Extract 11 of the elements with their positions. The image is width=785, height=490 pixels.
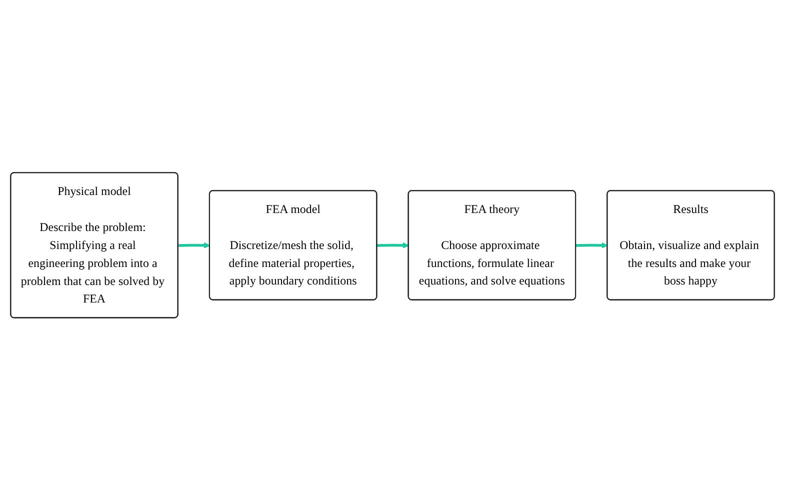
box-text: FEA theory Choose approximate functions, formulate linear equations, and solve equations [418,201,566,290]
box-text: FEA model Discretize/mesh the solid, define material properties, apply boundary conditions [228,201,358,290]
box-text: Results Obtain, visualize and explain the results and make your boss happy [618,201,760,290]
arrow [576,242,608,248]
process-box [10,172,178,318]
arrow [178,242,210,248]
process-box [408,190,576,300]
box-text: Physical model Describe the problem: Simplifying a real engineering problem into a problem that can be solved by FEA [20,183,166,308]
process-box [208,190,378,300]
arrow [377,242,409,248]
process-box [606,190,775,300]
